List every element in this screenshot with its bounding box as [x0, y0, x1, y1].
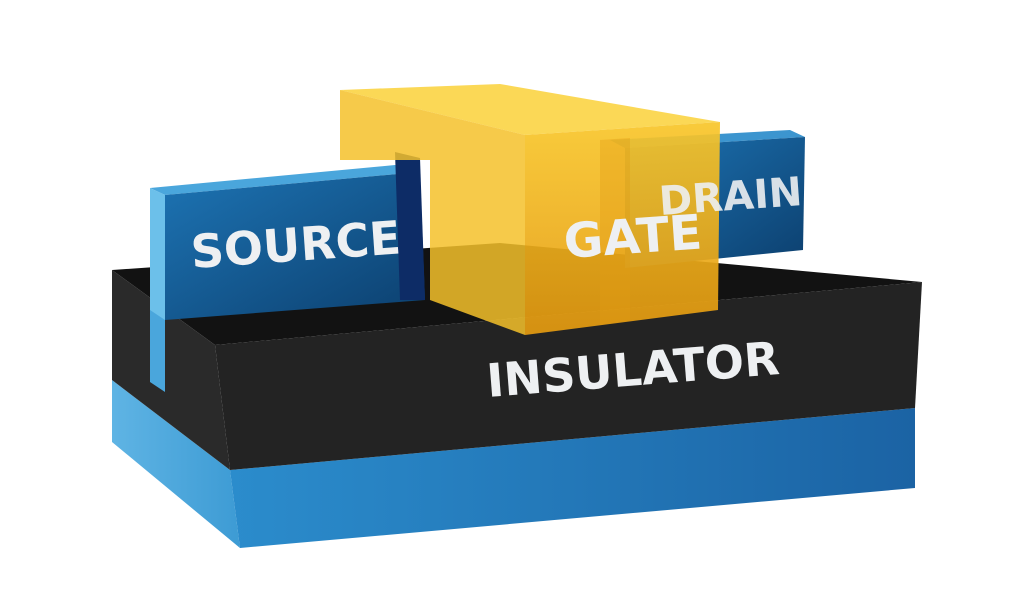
substrate — [112, 380, 915, 548]
source-fin — [150, 152, 425, 320]
gate — [340, 84, 720, 335]
gate-label: GATE — [562, 204, 704, 270]
drain-label: DRAIN — [657, 169, 803, 225]
